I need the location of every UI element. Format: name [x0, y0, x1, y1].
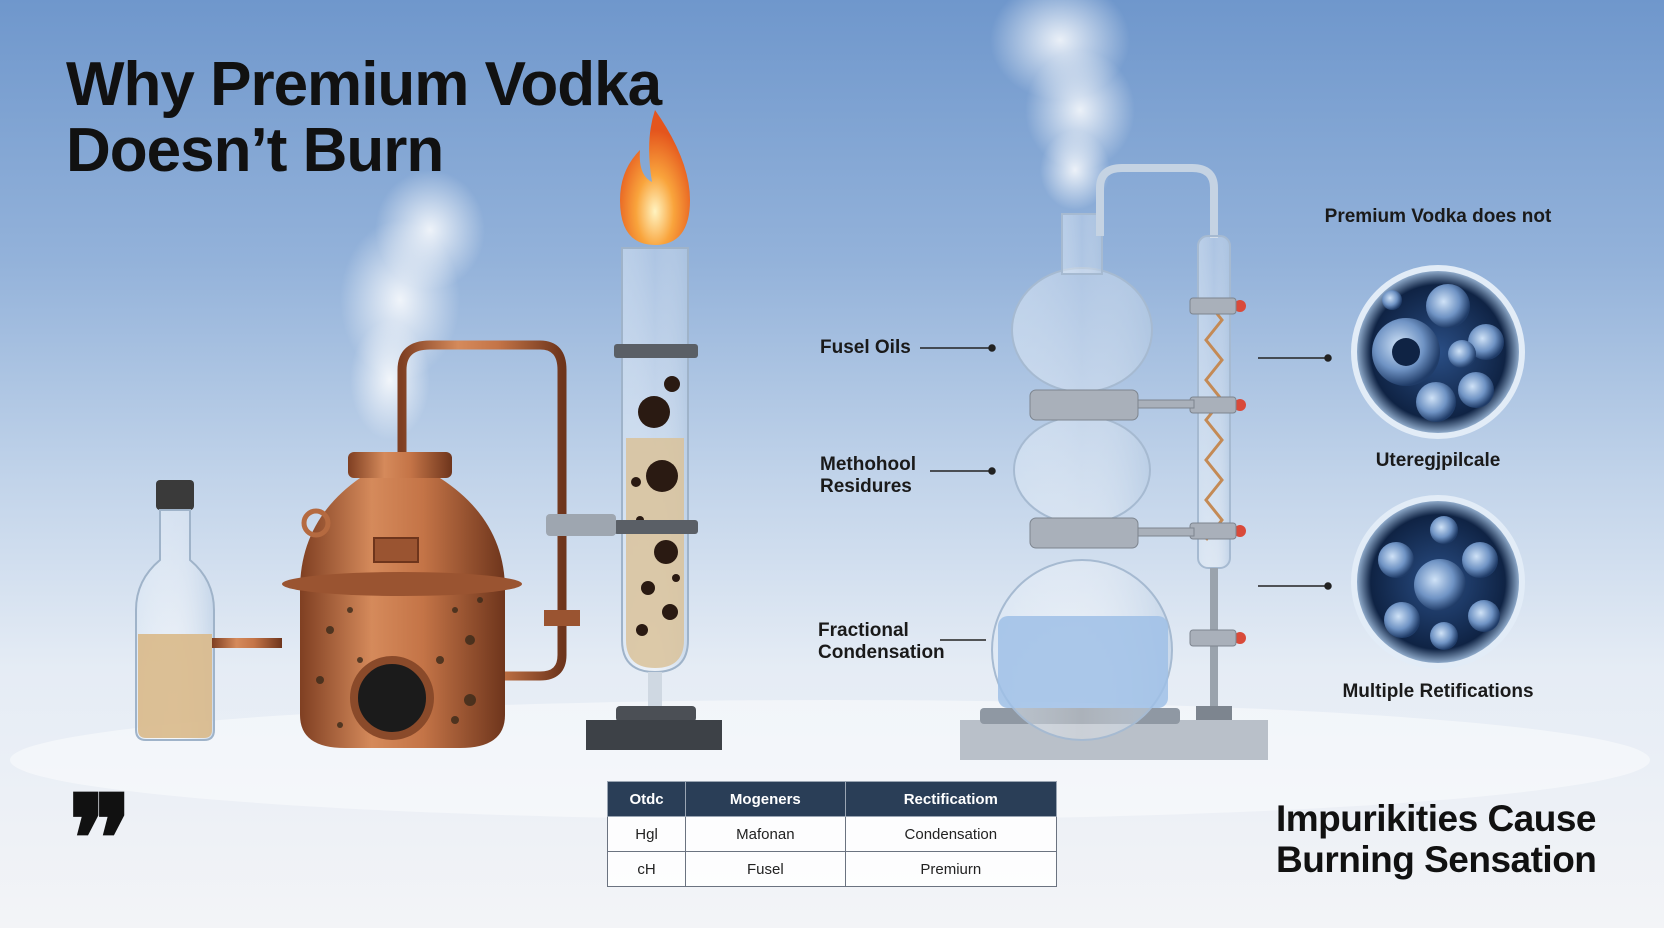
table-cell: Fusel [685, 851, 846, 887]
title-line-1: Why Premium Vodka [66, 50, 662, 119]
label-methanol-residues: Methohool Residures [820, 454, 916, 498]
table-header-row: Otdc Mogeners Rectificatiom [606, 781, 1058, 817]
comparison-table: Otdc Mogeners Rectificatiom Hgl Mafonan … [606, 781, 1058, 887]
page-title: Why Premium Vodka Doesn’t Burn [66, 50, 662, 185]
leader-lines [920, 344, 1332, 641]
impurities-heading-line-1: Impurikities Cause [1276, 798, 1597, 839]
test-tube [546, 110, 722, 750]
flame-icon [620, 110, 690, 245]
quote-mark-icon: ❞ [68, 769, 133, 910]
micro-view-multiple-rectifications [1351, 495, 1525, 669]
table-row: Hgl Mafonan Condensation [606, 816, 1058, 852]
distillation-column [960, 164, 1268, 760]
caption-micro-1: Uteregjpilcale [1375, 450, 1501, 471]
smoke-left [340, 170, 485, 440]
table-row: cH Fusel Premiurn [606, 851, 1058, 887]
table-cell: cH [606, 851, 687, 887]
label-premium-does-not: Premium Vodka does not [1324, 206, 1552, 227]
label-fractional-condensation: Fractional Condensation [818, 620, 945, 664]
label-methanol-line-2: Residures [820, 476, 912, 497]
label-fractional-line-2: Condensation [818, 642, 945, 663]
table-header-cell: Rectificatiom [844, 781, 1058, 817]
title-line-2: Doesn’t Burn [66, 116, 444, 185]
table-cell: Hgl [606, 816, 687, 852]
vodka-bottle [135, 480, 215, 741]
label-fractional-line-1: Fractional [818, 620, 909, 641]
copper-still [282, 340, 580, 748]
table-header-cell: Otdc [606, 781, 687, 817]
table-cell: Premiurn [844, 851, 1058, 887]
micro-view-impurities [1351, 265, 1525, 439]
label-methanol-line-1: Methohool [820, 454, 917, 475]
table-cell: Mafonan [685, 816, 846, 852]
impurities-heading: Impurikities Cause Burning Sensation [1276, 798, 1597, 880]
label-fusel-oils: Fusel Oils [820, 337, 911, 358]
impurities-heading-line-2: Burning Sensation [1276, 839, 1597, 880]
smoke-right [990, 0, 1135, 210]
caption-micro-2: Multiple Retifications [1342, 681, 1534, 702]
copper-inlet-pipe [212, 638, 282, 648]
table-header-cell: Mogeners [685, 781, 846, 817]
table-cell: Condensation [844, 816, 1058, 852]
